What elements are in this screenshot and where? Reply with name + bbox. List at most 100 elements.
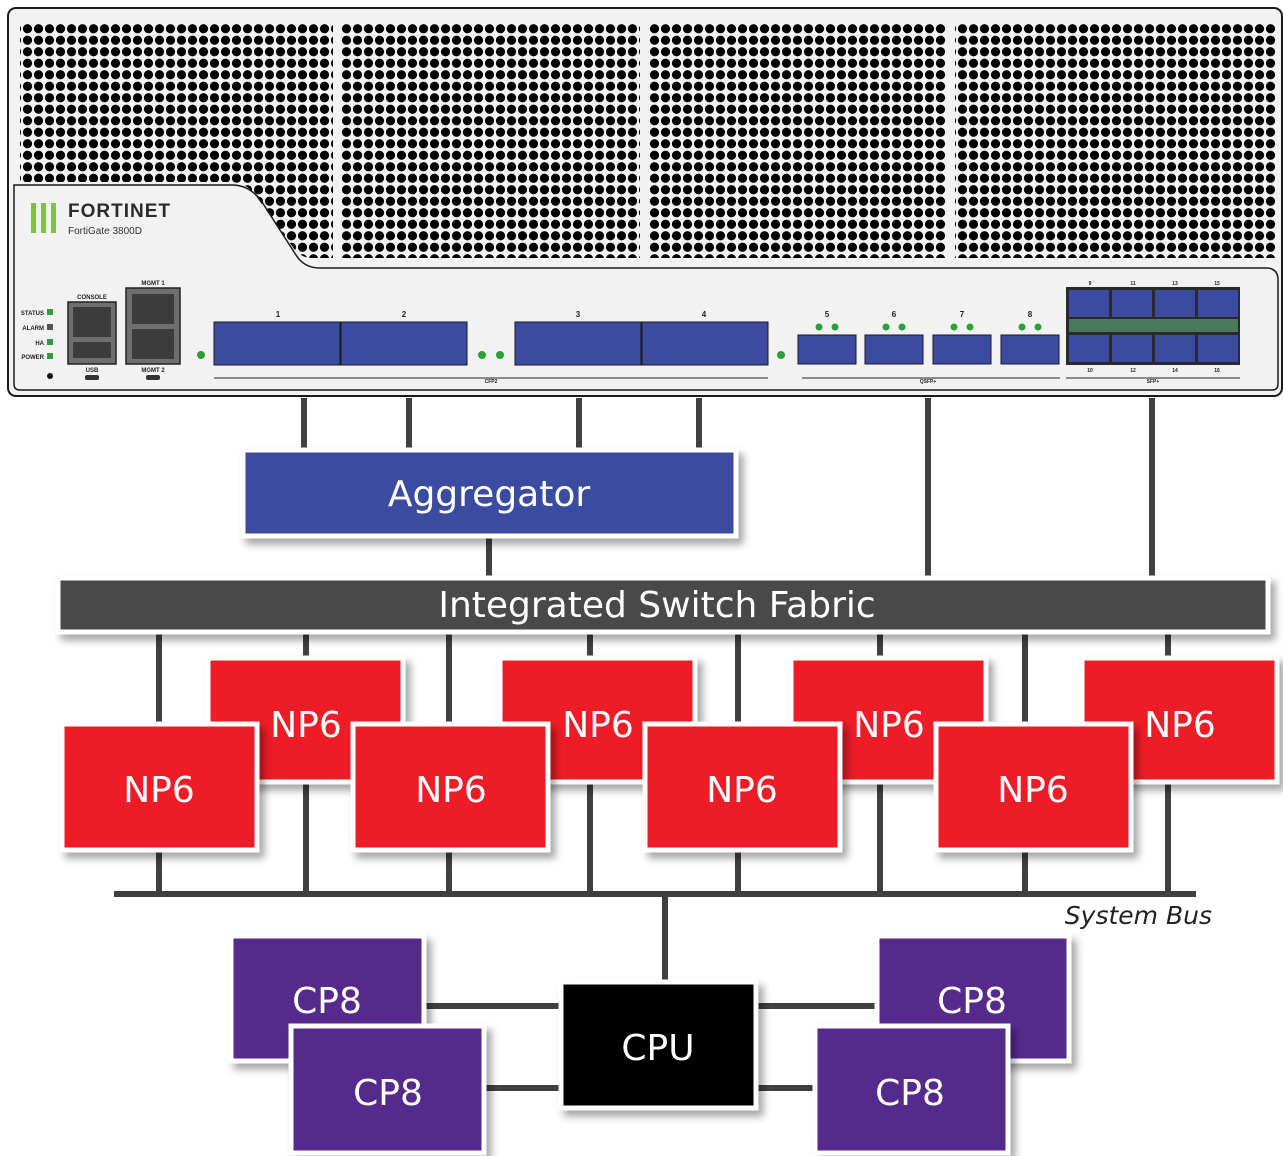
- port-number: 16: [1214, 368, 1220, 374]
- led-indicator: [47, 339, 53, 345]
- mgmt1-label: MGMT 1: [141, 281, 165, 287]
- np6-block: NP6: [933, 721, 1134, 853]
- led-label: ALARM: [22, 326, 44, 332]
- port-number: 3: [576, 310, 581, 319]
- rj45-socket: [73, 307, 111, 337]
- port-number: 2: [402, 310, 407, 319]
- led-indicator: [47, 309, 53, 315]
- port-led: [950, 323, 958, 331]
- sfp-port-10[interactable]: [1069, 335, 1109, 362]
- sfp-led-strip: [1069, 319, 1238, 332]
- mgmt2-indicator: [146, 375, 160, 380]
- vent-divider: [947, 22, 955, 258]
- port-led: [777, 351, 785, 359]
- reset-button[interactable]: [47, 373, 53, 379]
- port-led: [882, 323, 890, 331]
- led-indicator: [47, 324, 53, 330]
- led-label: POWER: [21, 355, 44, 361]
- port-led: [1034, 323, 1042, 331]
- led-label: HA: [35, 341, 44, 347]
- brand-name: FORTINET: [68, 201, 171, 222]
- usb-port[interactable]: [73, 342, 111, 358]
- np6-label: NP6: [415, 770, 487, 811]
- np6-label: NP6: [1144, 705, 1216, 746]
- vent-divider: [640, 22, 648, 258]
- cp8-block: CP8: [288, 1023, 487, 1156]
- np6-label: NP6: [562, 705, 634, 746]
- cfp2-port-2[interactable]: [340, 321, 468, 366]
- mgmt1-port[interactable]: [132, 294, 174, 324]
- port-number: 4: [702, 310, 707, 319]
- np6-block: NP6: [350, 721, 551, 853]
- np6-label: NP6: [123, 770, 195, 811]
- mgmt2-label: MGMT 2: [141, 368, 165, 374]
- qsfp-ports: 5 6 7 8 QSFP+: [797, 310, 1060, 385]
- sfp-port-16[interactable]: [1198, 335, 1238, 362]
- qsfp-port-6[interactable]: [864, 334, 924, 365]
- vent-divider: [333, 22, 341, 258]
- port-number: 10: [1087, 368, 1093, 374]
- qsfp-port-7[interactable]: [932, 334, 992, 365]
- qsfp-port-5[interactable]: [797, 334, 857, 365]
- port-number: 1: [276, 310, 281, 319]
- panel-frame: [13, 184, 1279, 391]
- led-indicator: [47, 353, 53, 359]
- port-number: 6: [892, 310, 897, 319]
- usb-label: USB: [86, 368, 99, 374]
- sfp-ports: 9 11 13 15 10 12 14 16 SFP+: [1066, 281, 1240, 385]
- cp8-label: CP8: [875, 1073, 945, 1114]
- sfp-port-11[interactable]: [1112, 290, 1152, 317]
- cfp2-port-1[interactable]: [213, 321, 341, 366]
- aggregator-label: Aggregator: [388, 474, 591, 515]
- cfp2-port-3[interactable]: [514, 321, 642, 366]
- model-name: FortiGate 3800D: [68, 226, 142, 237]
- port-led: [197, 351, 205, 359]
- usb-indicator: [85, 375, 99, 380]
- port-number: 8: [1028, 310, 1033, 319]
- port-led: [1018, 323, 1026, 331]
- port-number: 12: [1130, 368, 1136, 374]
- port-number: 11: [1130, 281, 1136, 287]
- np6-label: NP6: [997, 770, 1069, 811]
- system-bus-label: System Bus: [1065, 901, 1212, 930]
- qsfp-port-8[interactable]: [1000, 334, 1060, 365]
- status-leds: STATUS ALARM HA POWER: [21, 309, 53, 379]
- port-number: 7: [960, 310, 965, 319]
- aggregator-block: Aggregator: [240, 447, 739, 539]
- np6-label: NP6: [270, 705, 342, 746]
- np6-label: NP6: [853, 705, 925, 746]
- np6-label: NP6: [706, 770, 778, 811]
- port-number: 15: [1214, 281, 1220, 287]
- qsfp-label: QSFP+: [920, 379, 937, 385]
- switch-fabric-block: Integrated Switch Fabric: [55, 575, 1271, 635]
- device-front-panel: FORTINET FortiGate 3800D STATUS ALARM HA…: [7, 7, 1283, 397]
- led-label: STATUS: [21, 311, 44, 317]
- cpu-label: CPU: [621, 1028, 694, 1069]
- np6-block: NP6: [642, 721, 843, 853]
- sfp-port-12[interactable]: [1112, 335, 1152, 362]
- sfp-port-15[interactable]: [1198, 290, 1238, 317]
- fortinet-logo: FORTINET: [31, 201, 171, 233]
- mgmt2-port[interactable]: [132, 329, 174, 359]
- cp8-block: CP8: [812, 1023, 1011, 1156]
- port-number: 14: [1172, 368, 1178, 374]
- cpu-block: CPU: [558, 979, 759, 1111]
- port-led: [478, 351, 486, 359]
- cfp2-port-4[interactable]: [641, 321, 769, 366]
- port-led: [898, 323, 906, 331]
- port-led: [815, 323, 823, 331]
- port-number: 9: [1089, 281, 1092, 287]
- port-led: [496, 351, 504, 359]
- sfp-port-14[interactable]: [1155, 335, 1195, 362]
- port-number: 13: [1172, 281, 1178, 287]
- port-led: [831, 323, 839, 331]
- cp8-label: CP8: [937, 981, 1007, 1022]
- cp8-label: CP8: [292, 981, 362, 1022]
- cfp2-label: CFP2: [485, 379, 498, 385]
- sfp-label: SFP+: [1147, 379, 1160, 385]
- sfp-port-13[interactable]: [1155, 290, 1195, 317]
- np6-block: NP6: [59, 721, 260, 853]
- sfp-port-9[interactable]: [1069, 290, 1109, 317]
- port-led: [966, 323, 974, 331]
